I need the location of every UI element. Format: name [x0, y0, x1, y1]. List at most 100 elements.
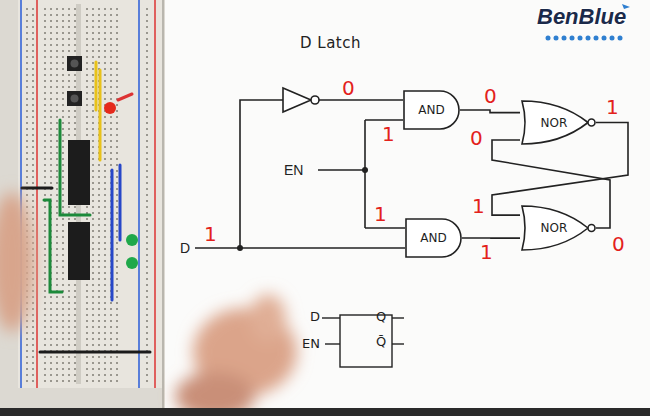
chip: [68, 222, 90, 280]
logo-mark: [594, 36, 599, 41]
breadboard: [138, 0, 140, 388]
and-gate: AND: [403, 90, 460, 130]
breadboard-wire: [118, 94, 132, 100]
diagram-title: D Latch: [300, 36, 361, 51]
breadboard: [24, 4, 34, 384]
pin-line: [392, 343, 404, 344]
pin-name: EN: [302, 337, 320, 350]
logo-mark: [554, 36, 559, 41]
inverter-symbol: [283, 88, 319, 112]
signal-name: D: [180, 241, 190, 255]
junction-dot: [362, 167, 368, 173]
push-button: [67, 91, 82, 106]
logic-level: 1: [374, 204, 387, 224]
and-gate-outline: [404, 91, 459, 129]
nor-gate-outline: [522, 206, 588, 250]
breadboard-wire: [60, 120, 90, 215]
hand: [250, 294, 286, 342]
signal-name: EN: [284, 163, 303, 177]
inverter-symbol: [311, 96, 319, 104]
pin-line: [392, 317, 404, 318]
led: [104, 102, 138, 269]
breadboard-wire: [119, 165, 122, 240]
logo-mark: [578, 36, 583, 41]
led: [126, 257, 138, 269]
pin-name: Q: [376, 310, 386, 323]
logo-text: BenBlue: [537, 6, 626, 28]
input-wire: [195, 247, 405, 249]
frame-border: [0, 408, 650, 416]
logic-level: 1: [472, 196, 485, 216]
breadboard-wire: [40, 351, 150, 354]
logic-level: 0: [484, 86, 497, 106]
nor-gate-outline: [522, 101, 588, 144]
logo-mark: [586, 36, 591, 41]
junction-dot: [237, 245, 243, 251]
logic-level: 1: [204, 224, 217, 244]
input-wire: [319, 99, 403, 101]
push-button: [67, 56, 82, 106]
pin-line: [322, 317, 340, 318]
hand: [0, 192, 297, 416]
push-button: [71, 60, 79, 68]
breadboard: [18, 0, 163, 388]
logo-mark: [618, 36, 623, 41]
breadboard-wire: [95, 62, 98, 110]
nor-gate: NOR: [520, 100, 596, 145]
logic-level: 1: [606, 97, 619, 117]
led: [104, 102, 116, 114]
input-wire: [318, 169, 365, 171]
logic-level: 0: [342, 78, 355, 98]
inverter-symbol: [283, 88, 311, 112]
breadboard-wire: [111, 170, 114, 300]
gate-name: AND: [418, 104, 444, 116]
pin-line: [325, 343, 340, 344]
breadboard-wire: [22, 62, 150, 352]
wire: [462, 237, 520, 239]
breadboard: [36, 0, 38, 388]
pin-name: D: [310, 310, 320, 323]
chip: [68, 140, 90, 280]
logic-level: 1: [480, 242, 493, 262]
led: [126, 234, 138, 246]
latch-symbol: D EN Q Q̄: [300, 305, 405, 375]
and-gate: AND: [405, 218, 462, 258]
input-wire: [365, 119, 403, 121]
inversion-bubble: [588, 119, 595, 126]
logo-mark: [562, 36, 567, 41]
breadboard: [142, 4, 152, 384]
inversion-bubble: [588, 225, 595, 232]
gate-name: NOR: [541, 117, 568, 129]
input-wire: [365, 227, 405, 229]
breadboard: [162, 0, 164, 408]
pin-name: Q̄: [376, 335, 386, 348]
junction-dot: [237, 167, 368, 251]
logic-level: 1: [382, 124, 395, 144]
logo-mark: [570, 36, 575, 41]
chip: [68, 140, 90, 205]
breadboard-wire: [99, 70, 102, 160]
input-wire: [364, 120, 366, 228]
push-button: [71, 95, 79, 103]
gate-name: NOR: [541, 222, 568, 234]
logic-level: 0: [612, 234, 625, 254]
logo-mark: [546, 36, 551, 41]
logo-mark: [610, 36, 615, 41]
wire: [460, 110, 520, 113]
breadboard-wire: [22, 187, 52, 190]
hand: [0, 192, 34, 332]
logic-level: 0: [470, 128, 483, 148]
breadboard: [20, 0, 22, 388]
input-wire: [240, 100, 283, 248]
logo-mark: [602, 36, 607, 41]
and-gate-outline: [406, 219, 461, 257]
push-button: [67, 56, 82, 71]
breadboard-wire: [44, 200, 62, 292]
input-wire: [195, 100, 405, 248]
gate-name: AND: [420, 232, 446, 244]
nor-gate: NOR: [520, 205, 596, 251]
breadboard: [154, 0, 156, 388]
